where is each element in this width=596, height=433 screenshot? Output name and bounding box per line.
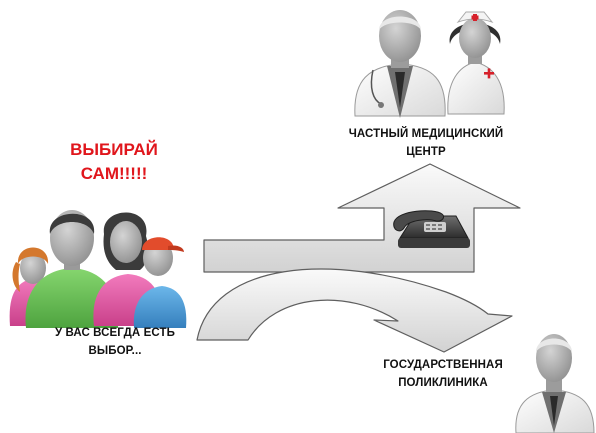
up-arrow-to-private-center bbox=[203, 163, 521, 273]
nurse-icon bbox=[447, 11, 505, 115]
public-clinic-caption: ГОСУДАРСТВЕННАЯ ПОЛИКЛИНИКА bbox=[358, 356, 528, 392]
telephone-icon bbox=[393, 210, 470, 248]
family-caption-line-2: ВЫБОР... bbox=[88, 345, 142, 357]
private-center-caption-line-1: ЧАСТНЫЙ МЕДИЦИНСКИЙ bbox=[348, 128, 504, 140]
headline-line-2: САМ!!!!! bbox=[80, 164, 148, 183]
arrows-diagram bbox=[196, 163, 521, 353]
family-caption: У ВАС ВСЕГДА ЕСТЬ ВЫБОР... bbox=[20, 324, 210, 360]
doctor-icon-clinic bbox=[515, 334, 595, 433]
family-caption-line-1: У ВАС ВСЕГДА ЕСТЬ bbox=[54, 327, 176, 339]
headline: ВЫБИРАЙ САМ!!!!! bbox=[36, 138, 192, 186]
public-clinic-caption-line-2: ПОЛИКЛИНИКА bbox=[398, 377, 488, 389]
private-center-caption: ЧАСТНЫЙ МЕДИЦИНСКИЙ ЦЕНТР bbox=[318, 125, 534, 161]
doctor-icon bbox=[354, 10, 446, 118]
family-group-icon bbox=[9, 210, 187, 328]
curved-arrow-to-clinic bbox=[196, 268, 513, 353]
headline-line-1: ВЫБИРАЙ bbox=[70, 140, 158, 159]
private-center-caption-line-2: ЦЕНТР bbox=[406, 146, 446, 158]
public-clinic-caption-line-1: ГОСУДАРСТВЕННАЯ bbox=[383, 359, 503, 371]
